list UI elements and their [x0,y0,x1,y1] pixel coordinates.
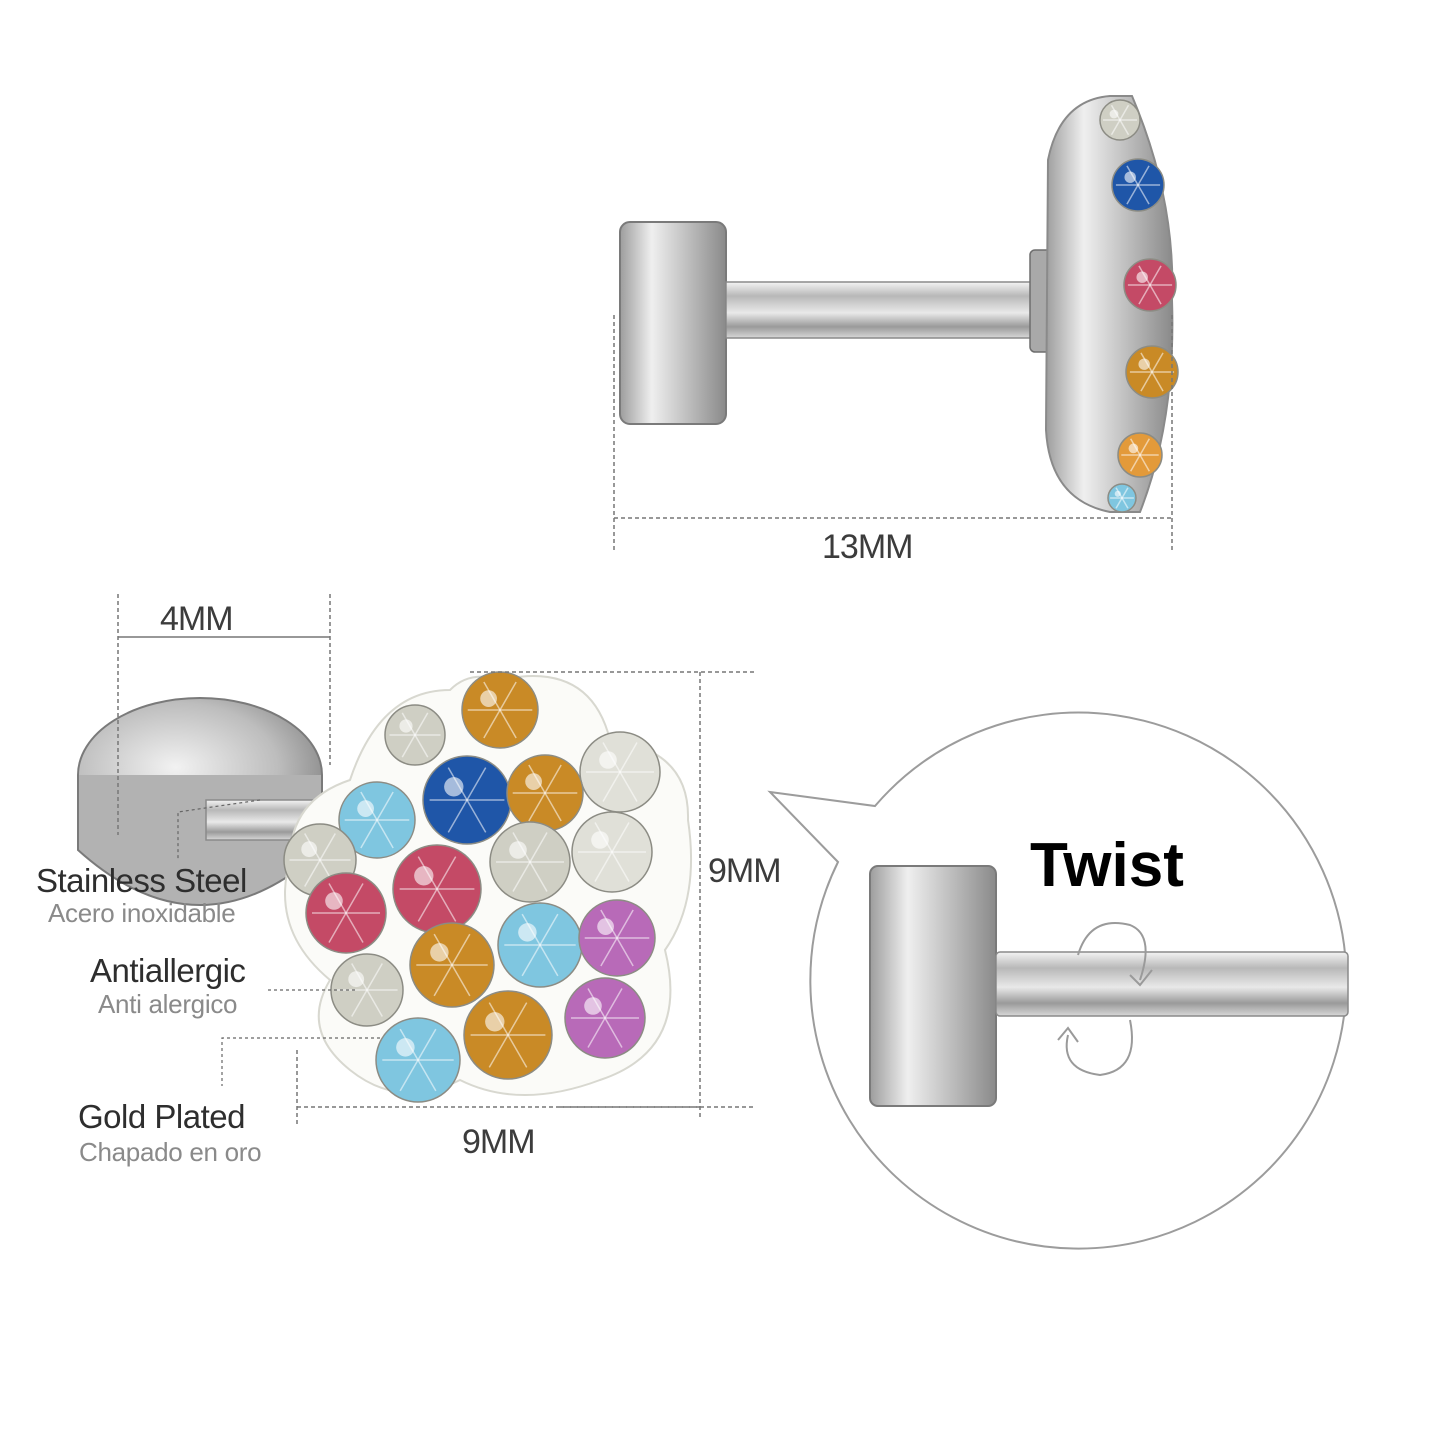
dimension-back-width-label: 4MM [160,600,234,638]
dimension-width-label: 9MM [462,1123,536,1161]
feature-subtitle-gold-plated: Chapado en oro [79,1137,262,1167]
crystal [1107,483,1137,513]
side-view-earring [619,95,1179,513]
rotate-arrows-icon [1057,922,1153,1077]
crystal [463,990,553,1080]
crystal [497,902,583,988]
crystal [338,781,416,859]
feature-title-gold-plated: Gold Plated [78,1098,245,1135]
crystal [422,755,512,845]
crystal [1111,158,1165,212]
crystal [1125,345,1179,399]
crystal [1117,432,1163,478]
crystal [409,922,495,1008]
twist-label: Twist [1030,831,1184,900]
feature-title-stainless-steel: Stainless Steel [36,862,247,899]
crystal [375,1017,461,1103]
crystal [392,844,482,934]
crystal [384,704,446,766]
crystal [578,899,656,977]
dimension-13mm [613,315,1173,550]
side-crystals [1099,99,1179,513]
post [725,281,1039,339]
front-view-earring [77,671,693,1103]
crystal [305,872,387,954]
feature-title-antiallergic: Antiallergic [90,952,246,989]
dimension-height-label: 9MM [708,852,782,890]
crystal [571,811,653,893]
callout-post [995,951,1349,1017]
dimension-9mm-width [296,1050,700,1125]
crystal [579,731,661,813]
front-crystals [283,671,661,1103]
twist-callout [767,711,1349,1250]
crystal [1099,99,1141,141]
back-disc [619,221,727,425]
callout-back-disc [869,865,997,1107]
dimension-4mm [117,594,331,835]
feature-subtitle-antiallergic: Anti alergico [98,989,238,1019]
crystal [489,821,571,903]
crystal [1123,258,1177,312]
crystal [506,754,584,832]
feature-leaders [177,799,380,1086]
feature-subtitle-stainless-steel: Acero inoxidable [48,898,236,928]
dimension-9mm-height [470,671,754,1120]
crystal [461,671,539,749]
dimension-length-label: 13MM [822,528,913,566]
crystal [564,977,646,1059]
